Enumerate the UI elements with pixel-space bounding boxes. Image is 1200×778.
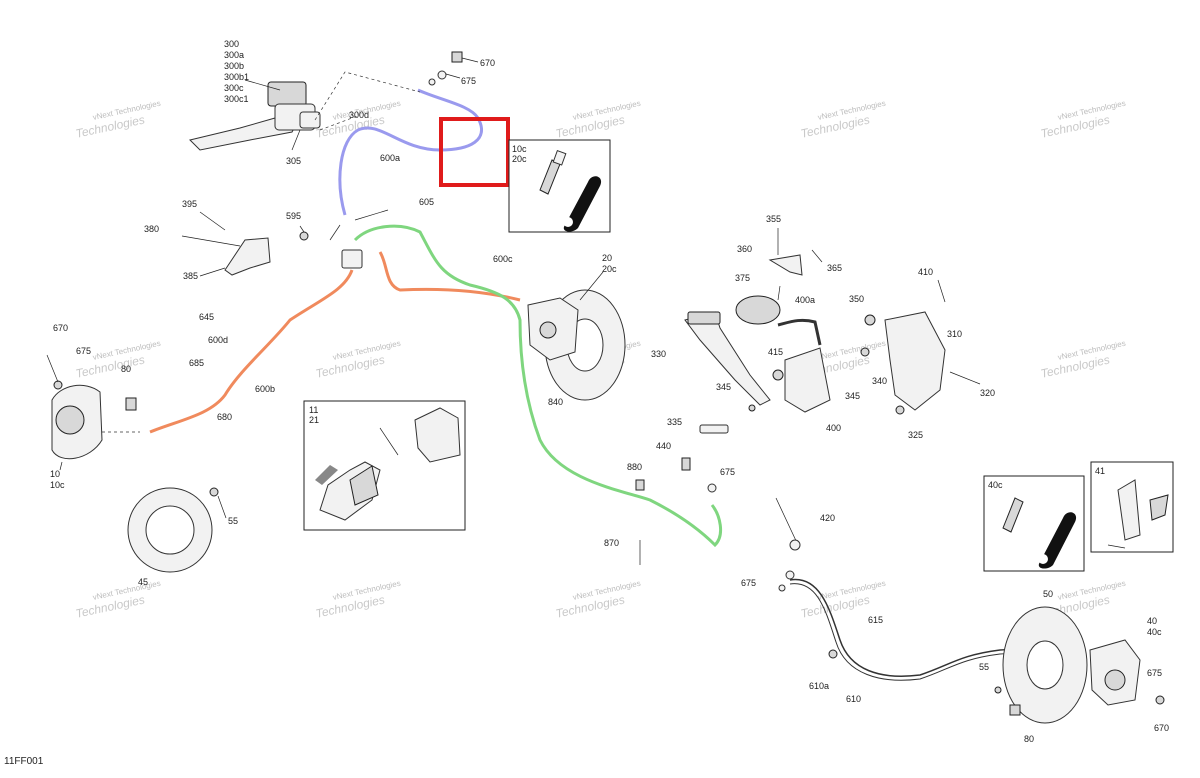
junction-block — [299, 209, 389, 269]
diagram-reference: 11FF001 — [4, 756, 44, 767]
hose-600b — [149, 269, 354, 434]
label-340: 340 — [872, 376, 887, 386]
label-20: 20 — [602, 253, 612, 263]
label-360: 360 — [737, 244, 752, 254]
label-600d: 600d — [208, 335, 228, 345]
label-10c: 10c — [50, 480, 65, 490]
svg-text:10c: 10c — [512, 144, 527, 154]
label-395: 395 — [182, 199, 197, 209]
svg-text:20c: 20c — [512, 154, 527, 164]
label-320: 320 — [980, 388, 995, 398]
label-300b1: 300b1 — [224, 72, 249, 82]
hose-600b-upper — [378, 251, 521, 302]
label-675-rear: 675 — [741, 578, 756, 588]
label-670-top: 670 — [480, 58, 495, 68]
label-600a: 600a — [380, 153, 400, 163]
label-680: 680 — [217, 412, 232, 422]
front-left-caliper — [46, 354, 140, 471]
fittings-middle — [635, 457, 801, 592]
label-385: 385 — [183, 271, 198, 281]
highlight-box[interactable] — [439, 117, 510, 187]
label-610a: 610a — [809, 681, 829, 691]
label-20c: 20c — [602, 264, 617, 274]
hose-600a — [338, 88, 483, 216]
label-415: 415 — [768, 347, 783, 357]
label-310: 310 — [947, 329, 962, 339]
label-595: 595 — [286, 211, 301, 221]
label-345-right: 345 — [845, 391, 860, 401]
label-410: 410 — [918, 267, 933, 277]
label-375: 375 — [735, 273, 750, 283]
bracket-385 — [181, 211, 271, 277]
label-685: 685 — [189, 358, 204, 368]
hose-600c — [353, 224, 723, 548]
brake-pedal-assembly — [684, 228, 831, 434]
label-40: 40 — [1147, 616, 1157, 626]
label-365: 365 — [827, 263, 842, 273]
label-40c: 40c — [1147, 627, 1162, 637]
label-305: 305 — [286, 156, 301, 166]
label-420: 420 — [820, 513, 835, 523]
label-45: 45 — [138, 577, 148, 587]
label-50: 50 — [1043, 589, 1053, 599]
label-55-front: 55 — [228, 516, 238, 526]
footrest-bracket — [860, 279, 981, 415]
label-300b: 300b — [224, 61, 244, 71]
label-350: 350 — [849, 294, 864, 304]
front-left-disc — [127, 487, 227, 573]
label-840: 840 — [548, 397, 563, 407]
label-55-rear: 55 — [979, 662, 989, 672]
inset-front-pads: 11 21 — [303, 400, 466, 531]
banjo-bolts-top — [428, 51, 479, 86]
inset-bleeder-top: 10c 20c — [508, 139, 611, 233]
front-master-cylinder — [189, 71, 421, 151]
label-610: 610 — [846, 694, 861, 704]
brake-hoses — [149, 88, 1061, 681]
label-870: 870 — [604, 538, 619, 548]
label-355: 355 — [766, 214, 781, 224]
label-380: 380 — [144, 224, 159, 234]
label-675-top: 675 — [461, 76, 476, 86]
inset-bleeder-rear: 40c — [983, 475, 1085, 572]
svg-text:21: 21 — [309, 415, 319, 425]
label-675-far: 675 — [1147, 668, 1162, 678]
label-80-front: 80 — [121, 364, 131, 374]
label-400: 400 — [826, 423, 841, 433]
svg-text:11: 11 — [309, 405, 318, 415]
svg-text:40c: 40c — [988, 480, 1003, 490]
label-300a: 300a — [224, 50, 244, 60]
label-335: 335 — [667, 417, 682, 427]
label-600c: 600c — [493, 254, 513, 264]
label-300c: 300c — [224, 83, 244, 93]
label-615: 615 — [868, 615, 883, 625]
label-675-left: 675 — [76, 346, 91, 356]
svg-text:41: 41 — [1095, 466, 1105, 476]
label-300c1: 300c1 — [224, 94, 249, 104]
inset-rear-pads: 41 — [1090, 461, 1174, 553]
label-675-mid: 675 — [720, 467, 735, 477]
label-10: 10 — [50, 469, 60, 479]
label-400a: 400a — [795, 295, 815, 305]
label-670-left: 670 — [53, 323, 68, 333]
label-300d: 300d — [349, 110, 369, 120]
label-345-left: 345 — [716, 382, 731, 392]
label-325: 325 — [908, 430, 923, 440]
label-80-rear: 80 — [1024, 734, 1034, 744]
label-645: 645 — [199, 312, 214, 322]
label-670-far: 670 — [1154, 723, 1169, 733]
label-880: 880 — [627, 462, 642, 472]
label-300: 300 — [224, 39, 239, 49]
label-600b: 600b — [255, 384, 275, 394]
label-440: 440 — [656, 441, 671, 451]
label-330: 330 — [651, 349, 666, 359]
label-605: 605 — [419, 197, 434, 207]
part-labels: 300 300a 300b 300b1 300c 300c1 300d 305 … — [50, 39, 1169, 744]
rear-disc-caliper — [828, 606, 1165, 724]
front-right-caliper — [527, 271, 626, 401]
